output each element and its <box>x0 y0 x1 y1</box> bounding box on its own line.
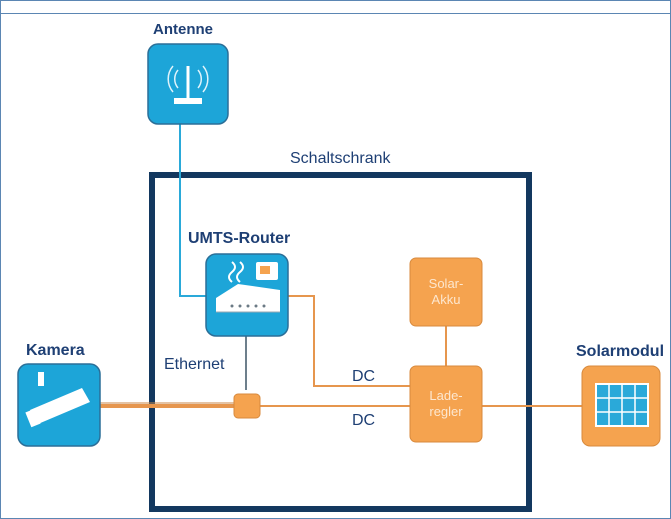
ethernet-label: Ethernet <box>164 356 225 373</box>
router-icon <box>216 261 280 313</box>
antenna-device <box>147 43 229 125</box>
solarmodul-label: Solarmodul <box>576 343 665 360</box>
camera-device <box>17 363 101 447</box>
solar-panel-icon <box>595 383 649 427</box>
solar-akku-box <box>409 257 483 327</box>
top-border-line <box>0 13 671 14</box>
router-device <box>205 253 289 337</box>
ethernet-junction <box>233 393 261 419</box>
antenna-icon <box>167 65 209 104</box>
schaltschrank-box <box>149 172 532 512</box>
antenne-label: Antenne <box>153 21 213 38</box>
kamera-label: Kamera <box>26 342 85 359</box>
dc-upper-label: DC <box>352 368 376 385</box>
dc-lower-label: DC <box>352 412 376 429</box>
schaltschrank-label: Schaltschrank <box>290 150 391 167</box>
laderegler-label: Lade- regler <box>429 388 463 419</box>
dc-upper-cable <box>287 295 410 387</box>
solar-akku-label: Solar- Akku <box>428 276 464 307</box>
router-label: UMTS-Router <box>188 230 291 247</box>
solar-module-device <box>581 365 661 447</box>
camera-icon <box>25 372 90 428</box>
laderegler-box <box>409 365 483 443</box>
antenna-cable <box>179 124 214 297</box>
